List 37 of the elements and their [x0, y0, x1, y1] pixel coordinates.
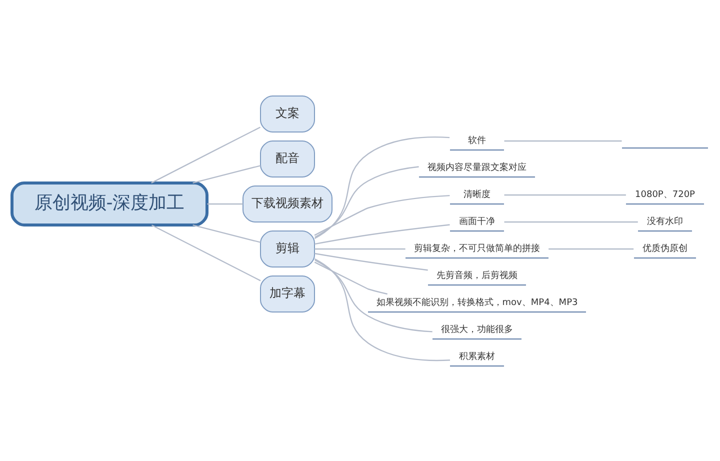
- node-text: 先剪音频，后剪视频: [436, 270, 518, 281]
- connector: [192, 164, 261, 184]
- node-text: 没有水印: [647, 216, 683, 227]
- node-box: 加字幕: [260, 275, 315, 312]
- connector: [314, 248, 406, 250]
- connector: [314, 259, 432, 332]
- connector: [314, 224, 450, 244]
- node-text: 优质伪原创: [642, 244, 688, 254]
- connector: [151, 126, 261, 183]
- node-box: 原创视频-深度加工: [10, 181, 208, 226]
- connector: [207, 202, 243, 204]
- connector: [504, 140, 622, 142]
- connector: [192, 224, 261, 242]
- connector: [314, 136, 450, 239]
- node-text: 清晰度: [464, 190, 490, 200]
- connector: [314, 258, 450, 361]
- connector: [314, 194, 450, 236]
- node-text: 积累素材: [459, 352, 495, 362]
- node-box: 下载视频素材: [242, 185, 332, 222]
- node-text: 画面干净: [459, 216, 495, 227]
- node-text: 软件: [468, 136, 486, 146]
- node-box: 配音: [260, 140, 315, 177]
- node-text: 剪辑复杂，不可只做简单的拼接: [414, 244, 540, 254]
- connector: [314, 261, 388, 294]
- connector: [548, 248, 634, 250]
- node-box: 文案: [260, 95, 315, 132]
- node-line: [622, 147, 708, 148]
- connector: [314, 252, 428, 270]
- node-text: 很强大，功能很多: [441, 324, 513, 335]
- connector: [151, 224, 261, 281]
- node-box: 剪辑: [260, 230, 315, 267]
- node-text: 1080P、720P: [635, 190, 695, 200]
- connector: [504, 194, 626, 196]
- connector: [314, 166, 419, 238]
- node-text: 如果视频不能识别，转换格式，mov、MP4、MP3: [376, 298, 578, 308]
- connector: [504, 220, 638, 222]
- node-text: 视频内容尽量跟文案对应: [428, 162, 526, 173]
